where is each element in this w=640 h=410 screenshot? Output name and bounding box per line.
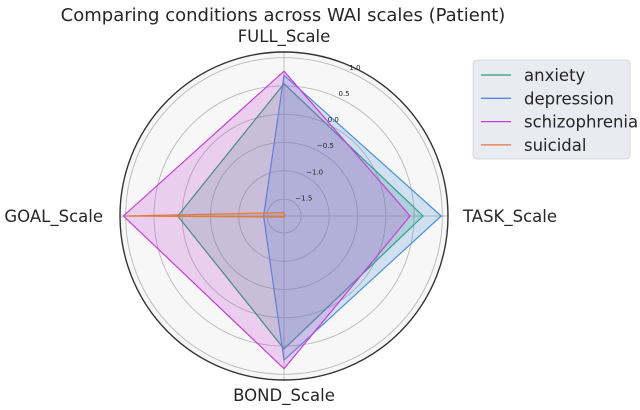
legend-label-schizophrenia: schizophrenia <box>524 113 638 132</box>
radial-tick-label: −1.5 <box>295 195 312 203</box>
axis-label-goal-scale: GOAL_Scale <box>4 207 103 227</box>
axis-label-task-scale: TASK_Scale <box>462 207 557 227</box>
radial-tick-label: −0.5 <box>317 142 334 150</box>
legend-frame <box>472 59 631 160</box>
series-area-anxiety <box>177 83 424 350</box>
axis-label-full-scale: FULL_Scale <box>238 27 331 47</box>
legend: anxiety depression schizophrenia suicidal <box>472 59 638 160</box>
polar-spine <box>119 51 449 381</box>
series-area-depression <box>263 74 442 361</box>
radial-tick-label: 0.5 <box>339 90 350 98</box>
radial-tick-label: 0.0 <box>328 116 339 124</box>
legend-label-anxiety: anxiety <box>524 66 586 85</box>
series-area-schizophrenia <box>122 70 411 370</box>
radial-tick-label: 1.0 <box>349 64 360 72</box>
legend-label-suicidal: suicidal <box>524 136 586 155</box>
chart-title: Comparing conditions across WAI scales (… <box>61 5 506 26</box>
axis-label-bond-scale: BOND_Scale <box>233 386 335 406</box>
radial-tick-label: −1.0 <box>306 168 323 176</box>
series-area-suicidal <box>126 212 286 218</box>
legend-label-depression: depression <box>524 89 614 108</box>
plot-area: −1.5 −1.0 −0.5 0.0 0.5 1.0 FULL_ScaleTASK_Scal… <box>4 27 557 406</box>
